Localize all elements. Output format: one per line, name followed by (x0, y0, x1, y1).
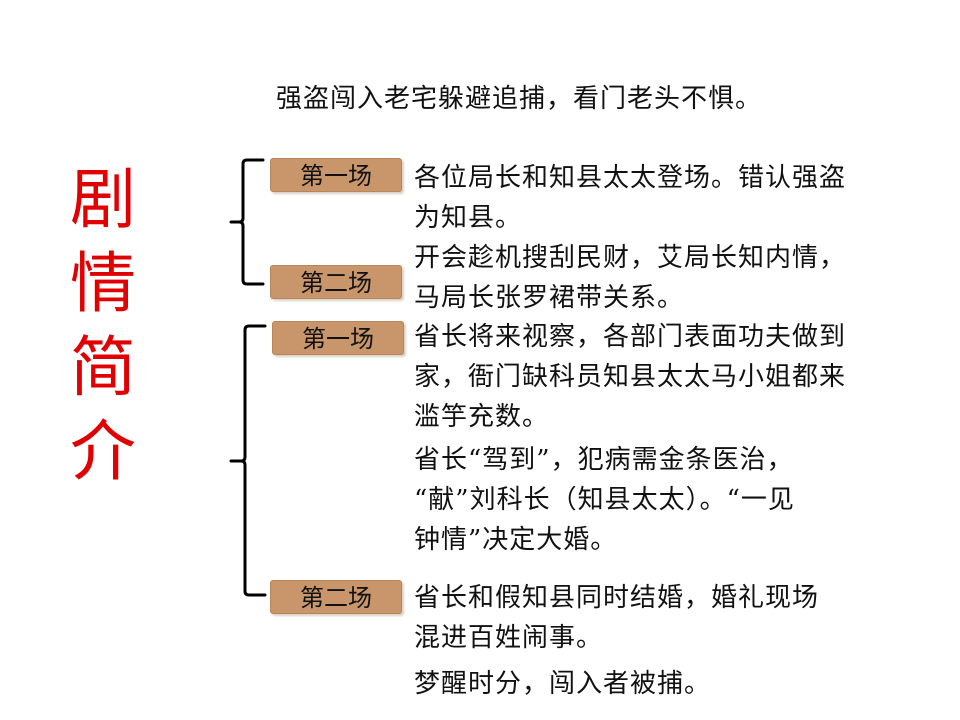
group1-scene1-label: 第一场 (270, 158, 402, 192)
ending-text: 梦醒时分，闯入者被捕。 (414, 669, 712, 699)
intro-text: 强盗闯入老宅躲避追捕，看门老头不惧。 (276, 84, 763, 114)
group1-scene2-desc: 开会趁机搜刮民财，艾局长知内情， 马局长张罗裙带关系。 (414, 238, 846, 318)
group1-scene1-desc: 各位局长和知县太太登场。错认强盗 为知县。 (414, 158, 846, 238)
bracket-group2 (229, 324, 267, 597)
bracket-group1 (229, 158, 265, 286)
desc-line: 开会趁机搜刮民财，艾局长知内情， (414, 243, 847, 273)
group2-scene2-desc: 省长和假知县同时结婚，婚礼现场 混进百姓闹事。 (414, 578, 819, 658)
group2-scene1-desc-para2: 省长“驾到”，犯病需金条医治， “献”刘科长（知县太太）。“一见 钟情”决定大婚… (414, 440, 795, 560)
desc-line: 混进百姓闹事。 (414, 623, 604, 653)
group2-scene1-desc-para1: 省长将来视察，各部门表面功夫做到 家，衙门缺科员知县太太马小姐都来 滥竽充数。 (414, 317, 846, 437)
group2-scene2-label: 第二场 (270, 580, 402, 614)
desc-line: “献”刘科长（知县太太）。“一见 (414, 485, 795, 515)
desc-line: 家，衙门缺科员知县太太马小姐都来 (414, 362, 847, 392)
desc-line: 滥竽充数。 (414, 402, 550, 432)
group1-scene2-label: 第二场 (270, 265, 402, 299)
desc-line: 各位局长和知县太太登场。错认强盗 (414, 163, 847, 193)
group2-scene1-label: 第一场 (272, 321, 404, 355)
desc-line: 钟情”决定大婚。 (414, 525, 618, 555)
desc-line: 为知县。 (414, 203, 523, 233)
page-title: 剧情简介 (70, 161, 136, 490)
desc-line: 省长将来视察，各部门表面功夫做到 (414, 322, 847, 352)
desc-line: 省长和假知县同时结婚，婚礼现场 (414, 583, 820, 613)
desc-line: 马局长张罗裙带关系。 (414, 283, 685, 313)
desc-line: 省长“驾到”，犯病需金条医治， (414, 445, 794, 475)
